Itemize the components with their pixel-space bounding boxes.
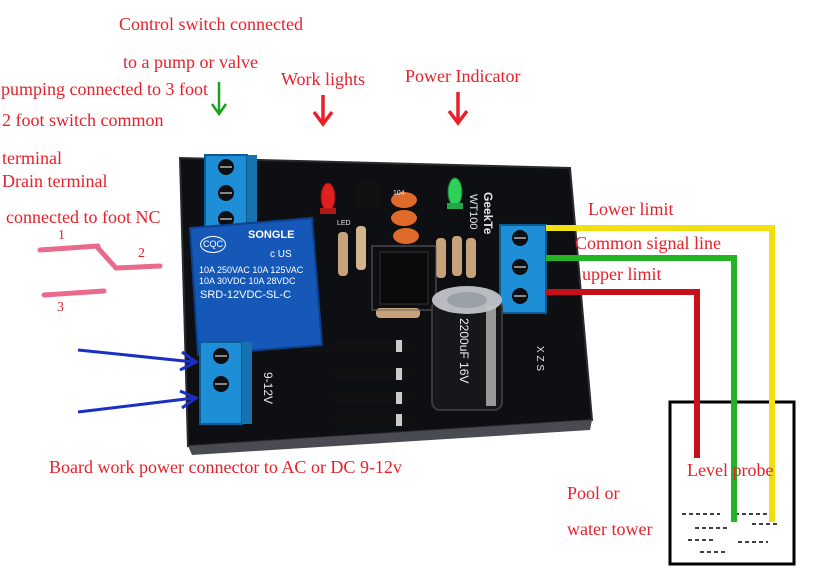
pumping-label: pumping connected to 3 foot	[1, 79, 208, 99]
probe-terminal-block	[499, 224, 547, 314]
relay-brand: SONGLE	[248, 229, 295, 241]
relay-model: SRD-12VDC-SL-C	[200, 289, 292, 301]
board-brand: GeekTe	[481, 192, 495, 235]
relay-spec-line2: 10A 30VDC 10A 28VDC	[199, 276, 296, 286]
arrow-down-red-power-icon	[447, 92, 469, 126]
capacitor-rating: 2200uF 16V	[457, 318, 471, 384]
terminal-xzs-label: X Z S	[534, 346, 545, 372]
arrow-right-blue-upper-icon	[77, 348, 199, 372]
bridge-diodes	[334, 340, 410, 426]
level-probe-label: Level probe	[687, 460, 774, 480]
power-input-label: 9-12V	[261, 372, 275, 405]
control-switch-label-line2: to a pump or valve	[123, 52, 258, 72]
relay	[188, 216, 324, 357]
pcb-edge	[188, 420, 592, 455]
switch-pin-3: 3	[57, 300, 64, 315]
work-lights-label: Work lights	[281, 69, 366, 89]
arrow-down-green-icon	[210, 82, 228, 117]
capacitor-code-label: 104	[393, 190, 405, 197]
wire-lower-limit	[546, 225, 775, 522]
led-silk-label: LED	[337, 220, 351, 227]
transistor	[356, 178, 380, 208]
ic-chip	[371, 245, 437, 311]
board-power-label: Board work power connector to AC or DC 9…	[49, 457, 402, 477]
power-indicator-label: Power Indicator	[405, 66, 521, 86]
drain-terminal-label: Drain terminal	[2, 171, 108, 191]
switch-common-label: 2 foot switch common	[2, 110, 164, 130]
upper-limit-label: upper limit	[582, 264, 662, 284]
pool-or-label: Pool or	[567, 483, 620, 503]
water-tower-label: water tower	[567, 519, 653, 539]
connected-nc-label: connected to foot NC	[6, 207, 161, 227]
ceramic-capacitors	[391, 192, 419, 244]
arrow-down-red-work-lights-icon	[312, 95, 334, 127]
switch-pin-1: 1	[58, 228, 65, 243]
relay-spec-line1: 10A 250VAC 10A 125VAC	[199, 265, 304, 275]
arrow-right-blue-lower-icon	[77, 389, 200, 414]
switch-schematic	[37, 243, 163, 298]
power-terminal-block	[199, 341, 252, 425]
work-light-led	[320, 182, 336, 214]
common-signal-label: Common signal line	[575, 233, 721, 253]
wire-upper-limit	[546, 289, 700, 458]
resistors	[338, 226, 476, 318]
relay-cqc-mark: CQC	[200, 236, 226, 253]
switch-pin-2: 2	[138, 246, 145, 261]
control-switch-label-line1: Control switch connected	[119, 14, 303, 34]
electrolytic-capacitor	[431, 286, 503, 411]
terminal-label: terminal	[2, 148, 62, 168]
power-indicator-led	[447, 177, 463, 209]
wire-common-signal	[546, 255, 737, 522]
lower-limit-label: Lower limit	[588, 199, 674, 219]
pump-terminal-block	[204, 154, 257, 234]
relay-ul-mark: c US	[270, 249, 292, 260]
board-model: WT100	[467, 194, 479, 230]
